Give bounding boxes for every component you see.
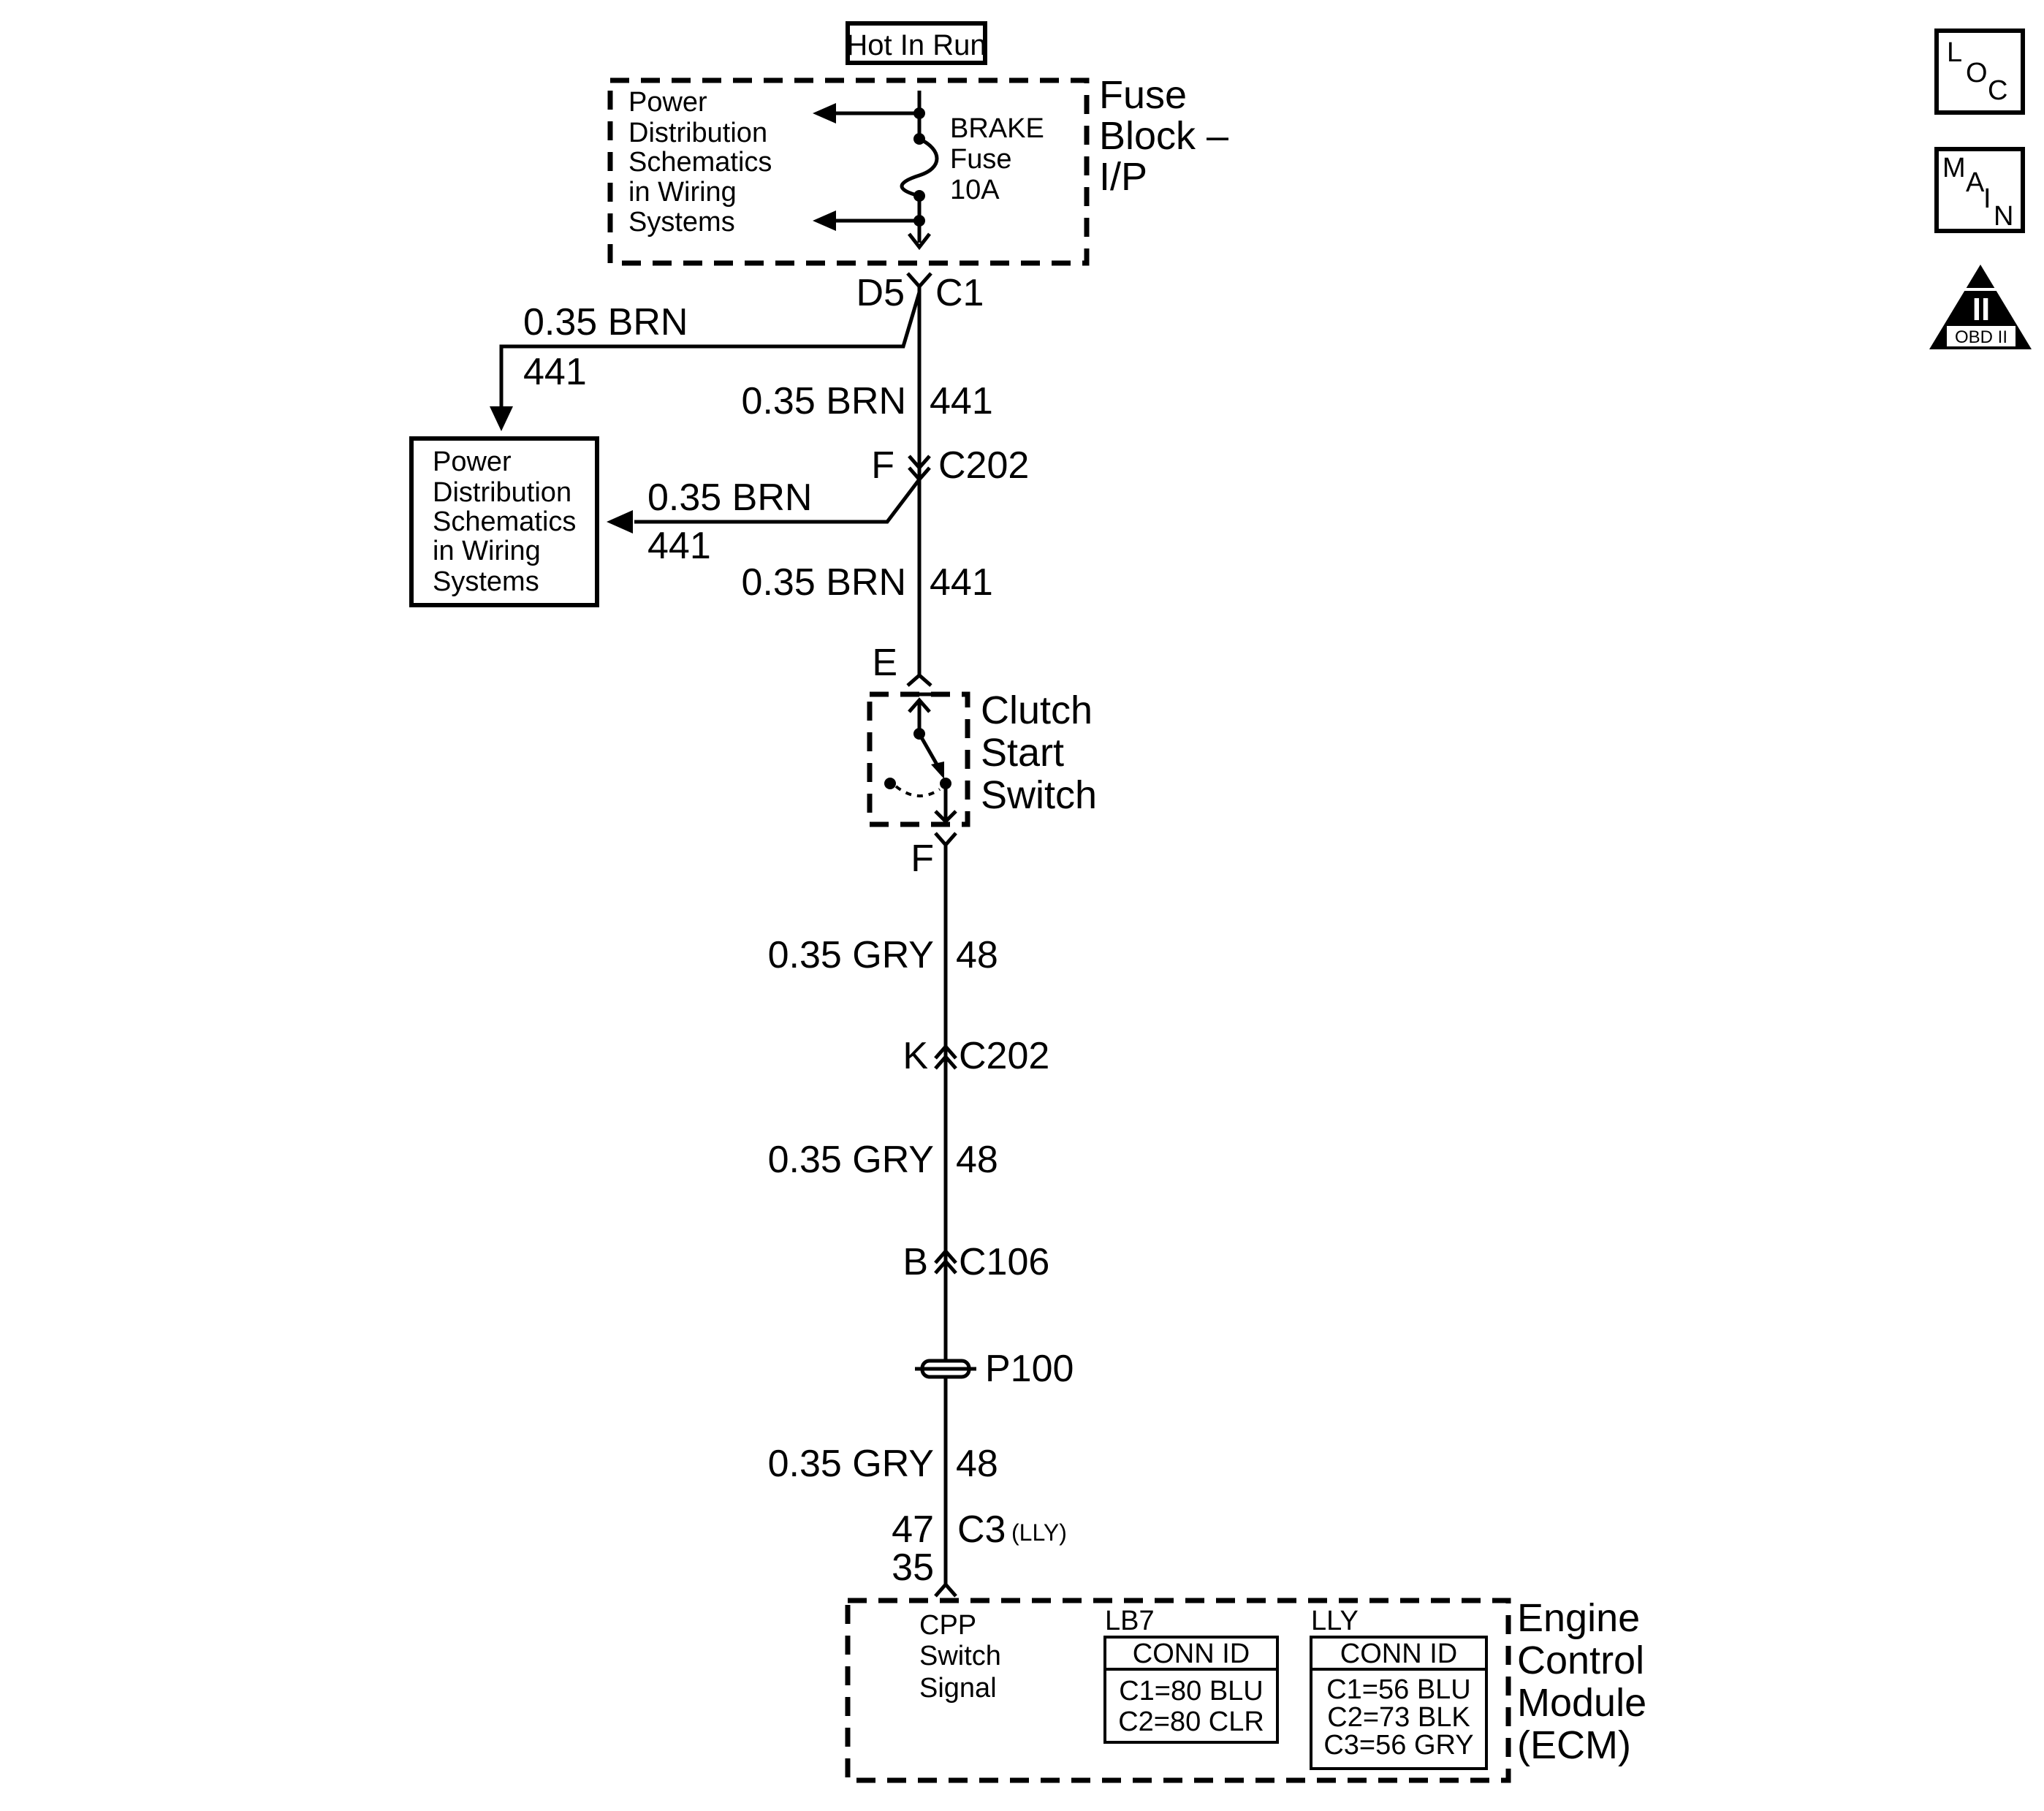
lly-variant: LLY [1311, 1606, 1359, 1636]
c202-name-label: C202 [938, 444, 1029, 487]
ecm-outline [845, 1598, 1511, 1783]
clutch-switch-line-1: Clutch [981, 688, 1093, 732]
clutch-switch-outline [867, 691, 970, 827]
ecm-name-line-4: (ECM) [1517, 1723, 1631, 1767]
fuse-block-name-line-3: I/P [1099, 155, 1147, 199]
fuse-block-ref-arrow-bottom [813, 210, 919, 231]
ecm-name-line-1: Engine [1517, 1596, 1640, 1640]
seg-4-gauge: 0.35 GRY [768, 1139, 934, 1181]
lly-row-3: C3=56 GRY [1323, 1730, 1473, 1761]
ecm-conn-variant: (LLY) [1011, 1519, 1067, 1546]
brake-fuse-line-1: BRAKE [950, 113, 1044, 144]
conn-id-table-lb7: LB7 CONN ID C1=80 BLU C2=80 CLR [1103, 1606, 1279, 1744]
seg-1-gauge: 0.35 BRN [742, 380, 906, 422]
hot-in-run-text: Hot In Run [846, 29, 986, 61]
branch-2-circuit: 441 [647, 525, 711, 567]
connector-c1-name: C1 [935, 272, 984, 314]
ref-box-line-5: Systems [433, 566, 539, 597]
loc-letter-l: L [1947, 37, 1962, 68]
main-letter-a: A [1966, 167, 1985, 198]
main-icon[interactable]: M A I N [1934, 147, 2025, 233]
cpp-signal-line-2: Switch [919, 1641, 1001, 1671]
switch-pin-e: E [872, 642, 897, 684]
cpp-signal-line-1: CPP [919, 1610, 976, 1641]
connector-c202-pin-f: F C202 [871, 444, 1029, 487]
connector-c1: D5 C1 [856, 272, 984, 314]
c106-name-label: C106 [959, 1241, 1049, 1283]
ref-box-line-1: Power [433, 447, 512, 477]
seg-3-gauge: 0.35 GRY [768, 934, 934, 976]
clutch-switch-line-2: Start [981, 731, 1064, 775]
lly-header: CONN ID [1340, 1639, 1457, 1669]
seg-1-circuit: 441 [930, 380, 993, 422]
connector-c202-pin-k: K C202 [903, 1035, 1049, 1077]
clutch-start-switch: E F Clutch Start Switch [867, 642, 1097, 880]
fuse-block-ref-line-1: Power [628, 87, 707, 118]
ecm-conn-c3: C3 [957, 1508, 1006, 1551]
loc-letter-o: O [1966, 58, 1988, 88]
main-letter-i: I [1983, 183, 1991, 214]
ecm-pin-35: 35 [892, 1546, 934, 1589]
loc-icon[interactable]: L O C [1934, 29, 2025, 115]
fuse-block-ref-line-3: Schematics [628, 147, 772, 178]
lly-row-2: C2=73 BLK [1327, 1702, 1470, 1733]
lb7-row-1: C1=80 BLU [1119, 1676, 1264, 1706]
seg-5-circuit: 48 [956, 1443, 998, 1485]
branch-1-circuit: 441 [523, 351, 587, 393]
fuse-block-ref-line-2: Distribution [628, 118, 767, 148]
fuse-block-name-line-1: Fuse [1099, 73, 1187, 117]
connector-c106-pin-b: B C106 [903, 1241, 1049, 1283]
hot-in-run-label: Hot In Run [846, 21, 987, 65]
splice-p100: P100 [915, 1348, 1074, 1390]
engine-control-module: Engine Control Module (ECM) CPP Switch S… [845, 1596, 1646, 1783]
connector-c1-pin: D5 [856, 272, 905, 314]
c106-pin-b-label: B [903, 1241, 928, 1283]
hot-in-run-box [846, 21, 987, 65]
fuse-block-ref-line-5: Systems [628, 207, 735, 238]
seg-4-circuit: 48 [956, 1139, 998, 1181]
ecm-pin-47: 47 [892, 1508, 934, 1551]
switch-pin-f: F [911, 838, 934, 880]
conn-id-table-lly: LLY CONN ID C1=56 BLU C2=73 BLK C3=56 GR… [1310, 1606, 1488, 1770]
branch-1-gauge: 0.35 BRN [523, 301, 688, 343]
lly-row-1: C1=56 BLU [1326, 1674, 1471, 1705]
cpp-signal-line-3: Signal [919, 1673, 997, 1704]
wire-441-branch-1: 0.35 BRN 441 [490, 292, 922, 431]
loc-letter-c: C [1988, 75, 2007, 106]
lb7-row-2: C2=80 CLR [1118, 1706, 1264, 1737]
c202-pin-f-label: F [871, 444, 894, 487]
power-distribution-ref-box: Power Distribution Schematics in Wiring … [409, 436, 599, 607]
seg-2-gauge: 0.35 BRN [742, 561, 906, 604]
obd-numeral: II [1972, 292, 1990, 327]
lb7-header: CONN ID [1133, 1639, 1250, 1669]
c202-name-label-2: C202 [959, 1035, 1049, 1077]
branch-2-gauge: 0.35 BRN [647, 477, 812, 519]
ref-box-line-2: Distribution [433, 477, 571, 508]
ref-box-line-3: Schematics [433, 506, 576, 537]
obd-label: OBD II [1955, 327, 2007, 347]
wire-441-branch-2: 0.35 BRN 441 [607, 477, 921, 567]
main-letter-m: M [1942, 153, 1966, 183]
fuse-block-outline [607, 77, 1090, 266]
fuse-block: Fuse Block – I/P Power Distribution Sche… [607, 73, 1228, 266]
fuse-block-ref-line-4: in Wiring [628, 177, 737, 208]
fuse-block-ref-arrow-top [813, 103, 919, 124]
ecm-connector-c3: 47 35 C3 (LLY) [892, 1508, 1067, 1598]
splice-p100-label: P100 [985, 1348, 1074, 1390]
ecm-name-line-3: Module [1517, 1681, 1646, 1725]
c202-pin-k-label: K [903, 1035, 928, 1077]
seg-2-circuit: 441 [930, 561, 993, 604]
brake-fuse-line-3: 10A [950, 175, 1000, 205]
fuse-block-name-line-2: Block – [1099, 114, 1228, 158]
seg-5-gauge: 0.35 GRY [768, 1443, 934, 1485]
clutch-switch-line-3: Switch [981, 773, 1097, 817]
ecm-name-line-2: Control [1517, 1639, 1644, 1682]
main-letter-n: N [1994, 201, 2013, 232]
obd-ii-icon[interactable]: II OBD II [1929, 265, 2032, 349]
brake-fuse-line-2: Fuse [950, 144, 1011, 175]
ref-box-line-4: in Wiring [433, 536, 541, 566]
seg-3-circuit: 48 [956, 934, 998, 976]
lb7-variant: LB7 [1105, 1606, 1155, 1636]
